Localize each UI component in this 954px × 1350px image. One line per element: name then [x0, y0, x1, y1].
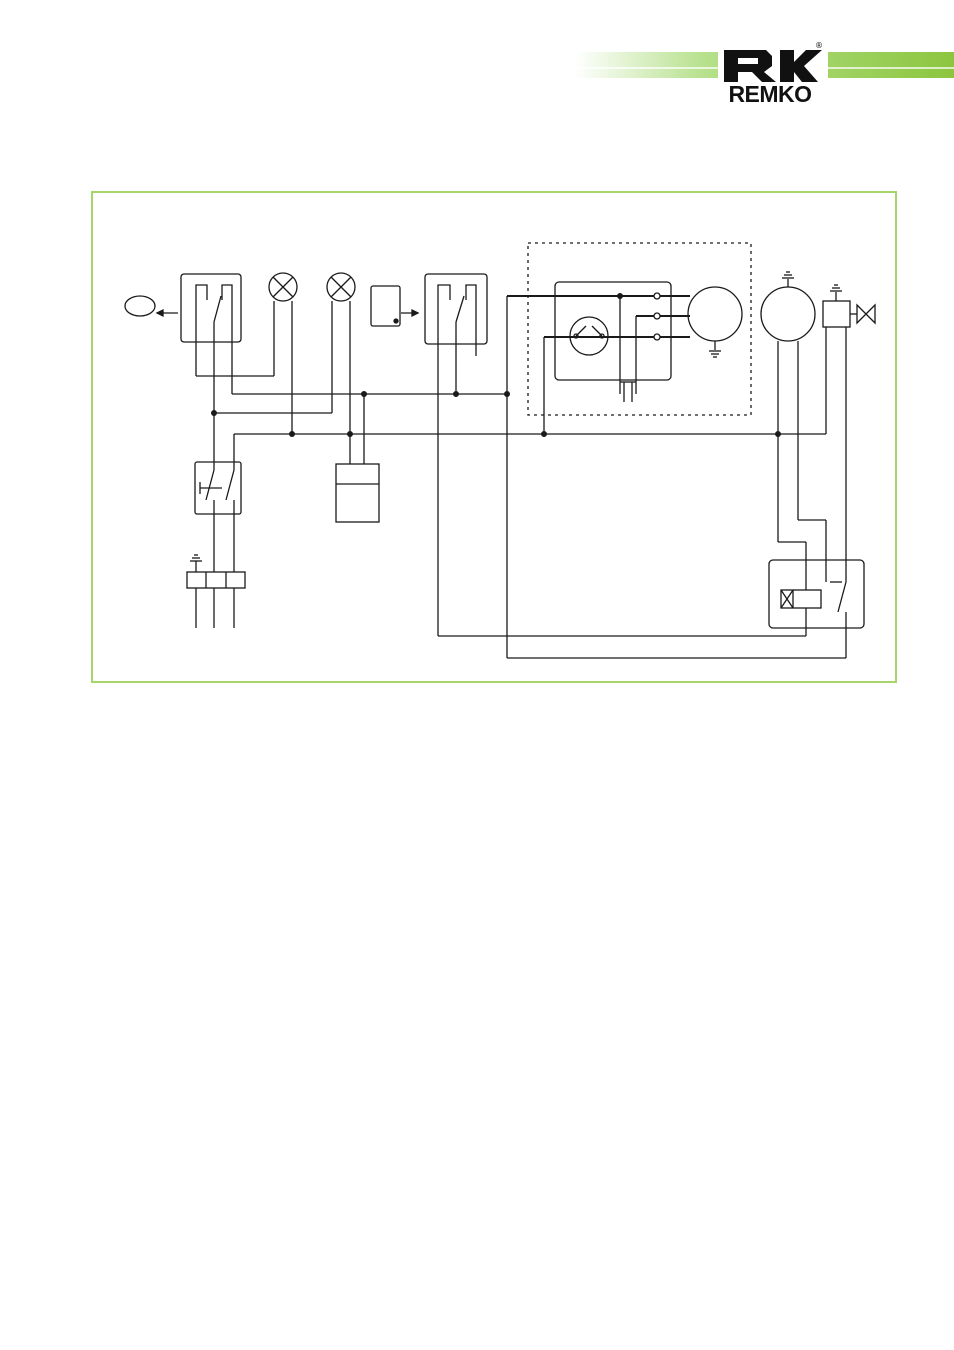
main-switch: [194, 416, 242, 572]
thermostat-2: [424, 273, 488, 636]
pump-motor: [760, 271, 816, 542]
capacitor: [335, 463, 380, 523]
timer-module: [370, 285, 420, 327]
terminal-block: [186, 554, 246, 628]
wiring-diagram-frame: [91, 191, 897, 683]
registered-mark: ®: [815, 41, 823, 50]
solenoid-valve: [822, 284, 876, 582]
burner-unit-dashed: [527, 242, 752, 416]
brand-name: REMKO: [728, 81, 812, 107]
thermostat-1: [180, 273, 274, 416]
indicator-lamp-1: [268, 272, 298, 434]
remko-logo-icon: [718, 44, 828, 108]
igniter: [554, 281, 672, 402]
motor-symbol: [124, 295, 178, 318]
relay: [768, 519, 865, 658]
junction-dots: [211, 293, 781, 437]
fan-motor: [687, 286, 743, 358]
